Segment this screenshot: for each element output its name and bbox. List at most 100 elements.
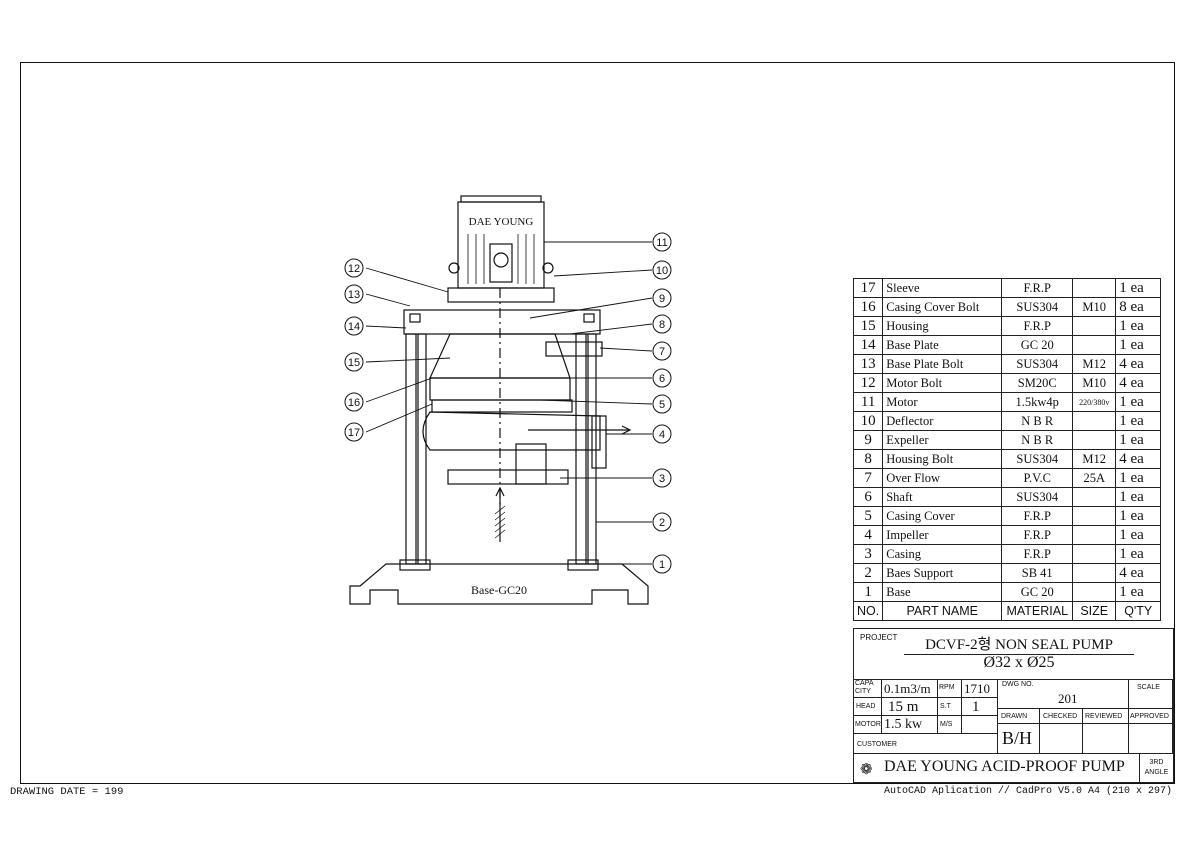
- motor-flange: [447, 287, 555, 303]
- svg-text:3: 3: [659, 473, 665, 485]
- checked-label: CHECKED: [1040, 709, 1083, 724]
- bom-qty: 8 ea: [1115, 297, 1162, 317]
- balloon-11: 11: [652, 232, 672, 252]
- bom-qty: 1 ea: [1115, 506, 1162, 526]
- support-column-right-outer: [575, 333, 587, 565]
- bom-size: [1072, 563, 1117, 583]
- reviewed-value-cell: [1083, 724, 1129, 754]
- lifting-eye-left: [448, 262, 460, 274]
- bom-size: 220/380v: [1072, 392, 1117, 412]
- bom-no: 6: [852, 487, 884, 507]
- bom-qty: 1 ea: [1115, 430, 1162, 450]
- rpm-value: 1710: [962, 679, 998, 698]
- bom-part-name: Casing: [882, 544, 1003, 564]
- dwg-label: DWG NO.: [1002, 681, 1034, 688]
- balloon-16: 16: [344, 392, 364, 412]
- pump-assembly-drawing: DAE YOUNG Base-GC20 11 10 9 8 7 6 5 4 3 …: [344, 195, 672, 605]
- bom-qty: 1 ea: [1115, 316, 1162, 336]
- bom-qty: 4 ea: [1115, 563, 1162, 583]
- bom-material: P.V.C: [1001, 468, 1074, 488]
- bom-material: F.R.P: [1001, 544, 1074, 564]
- bom-part-name: Motor: [882, 392, 1003, 412]
- bom-part-name: Sleeve: [882, 278, 1003, 298]
- bom-size: M12: [1072, 354, 1117, 374]
- bom-part-name: Impeller: [882, 525, 1003, 545]
- bom-material: SUS304: [1001, 449, 1074, 469]
- customer-label: CUSTOMER: [854, 734, 998, 754]
- bom-material: F.R.P: [1001, 525, 1074, 545]
- motor-label: MOTOR: [854, 716, 882, 734]
- st-value: 1: [962, 698, 998, 716]
- svg-text:14: 14: [348, 321, 360, 333]
- project-label: PROJECT: [860, 633, 898, 642]
- svg-text:7: 7: [659, 346, 665, 358]
- motor-value: 1.5 kw: [882, 716, 938, 734]
- bom-part-name: Shaft: [882, 487, 1003, 507]
- bom-qty: 1 ea: [1115, 392, 1162, 412]
- rpm-label: RPM: [938, 679, 962, 698]
- bom-header-qty: Q'TY: [1115, 601, 1162, 621]
- bom-size: [1072, 525, 1117, 545]
- bom-size: [1072, 506, 1117, 526]
- bom-size: [1072, 544, 1117, 564]
- svg-text:17: 17: [348, 427, 360, 439]
- bom-header-part-name: PART NAME: [882, 601, 1003, 621]
- balloon-8: 8: [652, 314, 672, 334]
- bom-size: [1072, 278, 1117, 298]
- bom-size: M10: [1072, 297, 1117, 317]
- svg-text:2: 2: [659, 517, 665, 529]
- bom-size: [1072, 411, 1117, 431]
- support-column-left-outer: [405, 333, 417, 565]
- svg-text:15: 15: [348, 357, 360, 369]
- svg-text:10: 10: [656, 265, 668, 277]
- bom-part-name: Casing Cover Bolt: [882, 297, 1003, 317]
- svg-text:4: 4: [659, 429, 665, 441]
- st-label: S.T: [938, 698, 962, 716]
- ms-value-cell: [962, 716, 998, 734]
- dwg-no-cell: DWG NO. 201: [998, 679, 1129, 709]
- svg-text:12: 12: [348, 263, 360, 275]
- bom-size: M12: [1072, 449, 1117, 469]
- balloon-15: 15: [344, 352, 364, 372]
- capa-label: CAPA CITY: [855, 680, 874, 695]
- balloon-3: 3: [652, 468, 672, 488]
- drawing-frame: [20, 62, 1175, 784]
- bom-part-name: Deflector: [882, 411, 1003, 431]
- bom-material: GC 20: [1001, 335, 1074, 355]
- bom-material: SB 41: [1001, 563, 1074, 583]
- projection-angle: 3RD ANGLE: [1139, 754, 1173, 782]
- bom-no: 8: [852, 449, 884, 469]
- lifting-eye-right: [542, 262, 554, 274]
- bom-material: SUS304: [1001, 487, 1074, 507]
- approved-label: APPROVED: [1129, 709, 1173, 724]
- drawing-date: DRAWING DATE = 199: [10, 786, 124, 798]
- bom-no: 17: [852, 278, 884, 298]
- bom-material: N B R: [1001, 430, 1074, 450]
- bom-qty: 1 ea: [1115, 278, 1162, 298]
- title-block: PROJECT DCVF-2형 NON SEAL PUMP Ø32 x Ø25 …: [853, 628, 1174, 783]
- bom-size: M10: [1072, 373, 1117, 393]
- balloon-7: 7: [652, 341, 672, 361]
- bom-qty: 4 ea: [1115, 373, 1162, 393]
- bom-qty: 1 ea: [1115, 582, 1162, 602]
- bom-qty: 1 ea: [1115, 335, 1162, 355]
- bom-part-name: Over Flow: [882, 468, 1003, 488]
- discharge-flange: [591, 415, 607, 469]
- svg-text:8: 8: [659, 319, 665, 331]
- balloon-14: 14: [344, 316, 364, 336]
- bom-material: N B R: [1001, 411, 1074, 431]
- base-plate-drawing: [403, 309, 601, 335]
- bom-no: 16: [852, 297, 884, 317]
- bom-material: GC 20: [1001, 582, 1074, 602]
- balloon-5: 5: [652, 394, 672, 414]
- bom-no: 13: [852, 354, 884, 374]
- bom-qty: 1 ea: [1115, 468, 1162, 488]
- bom-no: 14: [852, 335, 884, 355]
